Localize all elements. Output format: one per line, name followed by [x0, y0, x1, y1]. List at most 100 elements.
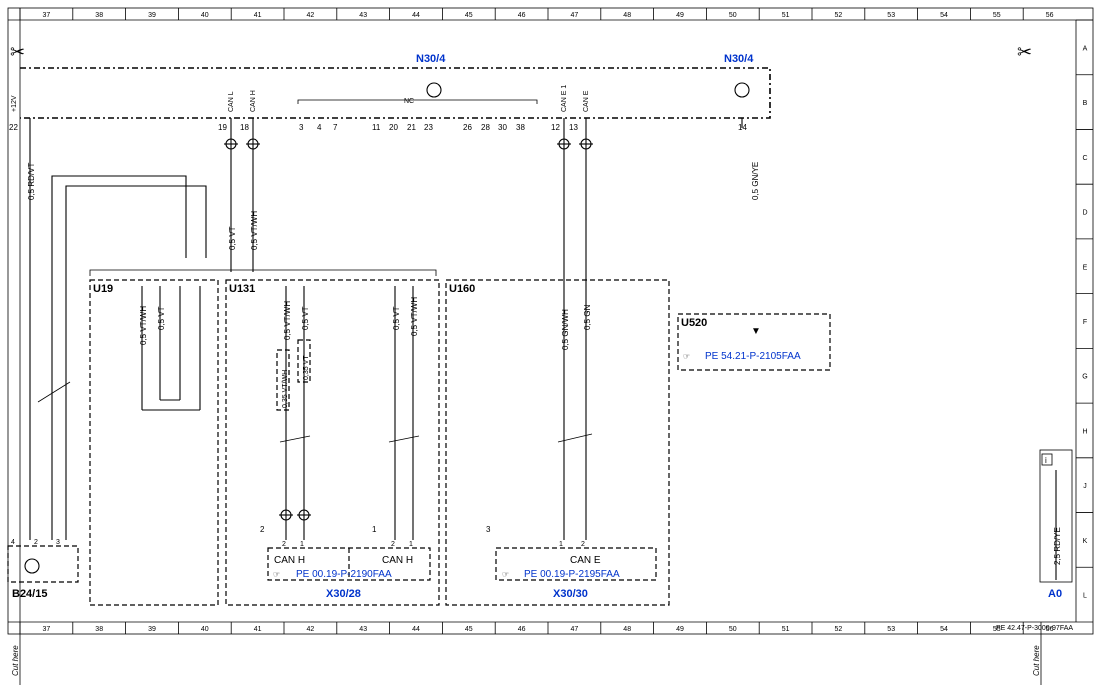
u19-box	[89, 279, 219, 606]
connector-num-1: 1	[372, 525, 377, 534]
row-label: L	[1083, 593, 1087, 600]
pin-label-can-e2: CAN E	[583, 90, 590, 112]
column-label: 50	[729, 12, 737, 19]
reference-link-u520[interactable]: PE 54.21-P-2105FAA	[705, 351, 801, 362]
wire-loop	[51, 175, 187, 540]
wire-label-u19-b: 0,5 VT	[157, 306, 166, 330]
reference-link-x30-30[interactable]: PE 00.19-P-2195FAA	[524, 569, 620, 580]
connector-symbol	[279, 509, 311, 521]
column-label: 50	[729, 626, 737, 633]
u160-box	[445, 279, 670, 606]
doc-reference: PE 42.47-P-3000-97FAA	[996, 625, 1073, 632]
pin-label-can-l: CAN L	[228, 91, 235, 112]
transistor-icon	[24, 558, 40, 574]
column-label: 46	[518, 12, 526, 19]
connector-label-can-h-2: CAN H	[382, 555, 413, 566]
n30-module-box	[20, 67, 771, 119]
component-x30-30[interactable]: X30/30	[553, 588, 588, 600]
pin-22: 22	[9, 123, 18, 132]
component-x30-28[interactable]: X30/28	[326, 588, 361, 600]
pin-26: 26	[463, 123, 472, 132]
row-label: D	[1082, 210, 1087, 217]
connector-label-can-e: CAN E	[570, 555, 601, 566]
component-n30-right[interactable]: N30/4	[724, 53, 754, 65]
column-label: 43	[359, 12, 367, 19]
pin-18: 18	[240, 123, 249, 132]
column-label: 44	[412, 626, 420, 633]
connector-x30-30	[495, 547, 657, 581]
pin-label-12v: +12V	[11, 95, 18, 112]
column-label: 53	[887, 626, 895, 633]
row-label: E	[1083, 264, 1088, 271]
connector-num-3: 3	[486, 525, 491, 534]
b24-15-box	[7, 545, 79, 583]
reference-icon: ☞	[273, 570, 280, 579]
pin-28: 28	[481, 123, 490, 132]
pin-4: 4	[317, 123, 322, 132]
column-label: 51	[782, 626, 790, 633]
wire-loop	[65, 185, 207, 540]
column-label: 49	[676, 626, 684, 633]
component-a0[interactable]: A0	[1048, 588, 1062, 600]
reference-link-x30-28[interactable]: PE 00.19-P-2190FAA	[296, 569, 392, 580]
column-label: 38	[95, 626, 103, 633]
svg-text:2: 2	[581, 541, 585, 548]
column-label: 38	[95, 12, 103, 19]
component-b24-15[interactable]: B24/15	[12, 588, 47, 600]
scissors-icon: ✂	[1017, 42, 1032, 62]
column-label: 37	[43, 12, 51, 19]
column-label: 47	[571, 626, 579, 633]
svg-text:1: 1	[300, 541, 304, 548]
column-label: 54	[940, 12, 948, 19]
cut-here-left: Cut here	[11, 645, 20, 676]
wire-label-u131-c: 0,35 VT/WH	[282, 370, 289, 408]
svg-text:3: 3	[56, 539, 60, 546]
u131-box	[225, 279, 440, 606]
wire-label-rdvt: 0,5 RD/VT	[27, 163, 36, 200]
component-u131[interactable]: U131	[229, 283, 255, 295]
column-label: 39	[148, 626, 156, 633]
component-u19[interactable]: U19	[93, 283, 113, 295]
row-label: C	[1082, 155, 1087, 162]
pin-19: 19	[218, 123, 227, 132]
column-label: 40	[201, 12, 209, 19]
nc-label: NC	[404, 98, 414, 105]
column-label: 53	[887, 12, 895, 19]
sheet-border	[7, 7, 1094, 635]
wire-label-u131-e: 0,5 VT	[392, 306, 401, 330]
column-label: 41	[254, 12, 262, 19]
component-n30-left[interactable]: N30/4	[416, 53, 446, 65]
wire-label-gnye: 0,5 GN/YE	[751, 162, 760, 200]
pin-38: 38	[516, 123, 525, 132]
wire-label-u19-a: 0,5 VT/WH	[139, 306, 148, 345]
transistor-icon	[426, 82, 442, 98]
column-label: 41	[254, 626, 262, 633]
pin-20: 20	[389, 123, 398, 132]
svg-text:2: 2	[34, 539, 38, 546]
wire-label-u131-d: 0,35 VT	[303, 355, 310, 380]
pin-3: 3	[299, 123, 304, 132]
column-label: 52	[835, 626, 843, 633]
wire-label-u160-a: 0,5 GN/WH	[561, 309, 570, 350]
column-label: 52	[835, 12, 843, 19]
wire-label-u131-a: 0,5 VT/WH	[283, 301, 292, 340]
pin-label-can-h: CAN H	[250, 90, 257, 112]
column-label: 54	[940, 626, 948, 633]
component-u520[interactable]: U520	[681, 317, 707, 329]
wire-label-vt: 0,5 VT	[228, 226, 237, 250]
wire-label-vtwh: 0,5 VT/WH	[250, 211, 259, 250]
arrow-down-icon: ▼	[751, 326, 761, 337]
connector-label-can-h: CAN H	[274, 555, 305, 566]
row-label: H	[1082, 428, 1087, 435]
wire-label-u131-b: 0,5 VT	[301, 306, 310, 330]
reference-icon: ☞	[683, 352, 690, 361]
reference-icon: ☞	[502, 570, 509, 579]
component-u160[interactable]: U160	[449, 283, 475, 295]
pin-13: 13	[569, 123, 578, 132]
row-label: G	[1082, 374, 1087, 381]
column-label: 42	[307, 12, 315, 19]
pin-30: 30	[498, 123, 507, 132]
